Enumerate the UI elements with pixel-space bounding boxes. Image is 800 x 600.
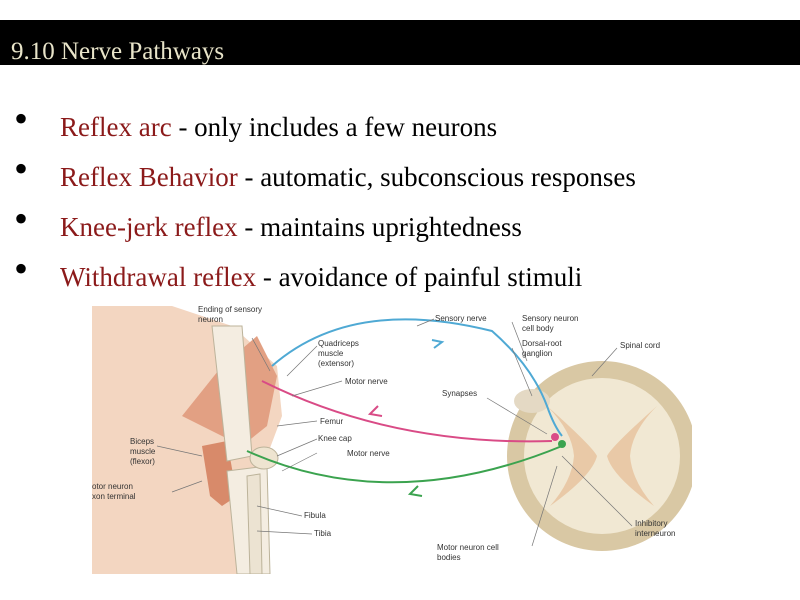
sensory-arrow <box>431 339 445 349</box>
label-tibia: Tibia <box>314 529 332 538</box>
gray-matter-left <box>547 406 597 506</box>
label-sensory-cell-body-2: cell body <box>522 324 554 333</box>
fibula-bone <box>246 473 263 574</box>
gray-matter-right <box>607 406 657 506</box>
bullet-text: - maintains uprightedness <box>237 212 522 242</box>
label-biceps-1: Biceps <box>130 437 154 446</box>
synapse-marker <box>558 440 566 448</box>
label-motor-terminal-2: xon terminal <box>92 492 136 501</box>
label-ending-sensory-2: neuron <box>198 315 223 324</box>
label-synapses: Synapses <box>442 389 477 398</box>
label-spinal-cord: Spinal cord <box>620 341 660 350</box>
sensory-nerve-path <box>271 318 563 437</box>
bullet-text: - only includes a few neurons <box>171 112 498 142</box>
label-motor-cell-bodies-2: bodies <box>437 553 461 562</box>
slide-title: 9.10 Nerve Pathways <box>11 38 225 65</box>
label-quadriceps-3: (extensor) <box>318 359 354 368</box>
label-sensory-cell-body-1: Sensory neuron <box>522 314 578 323</box>
motor-arrow <box>367 405 383 417</box>
dorsal-root-ganglion <box>514 389 550 413</box>
bullet-dot-icon: • <box>14 96 29 141</box>
label-femur: Femur <box>320 417 343 426</box>
withdrawal-nerve-path <box>246 445 563 484</box>
label-inhibitory-2: interneuron <box>635 529 675 538</box>
bullet-withdrawal: • Withdrawal reflex - avoidance of painfu… <box>14 249 636 308</box>
label-motor-nerve-2: Motor nerve <box>347 449 390 458</box>
label-leaders <box>156 318 633 547</box>
label-dorsal-root-2: ganglion <box>522 349 552 358</box>
label-fibula: Fibula <box>304 511 326 520</box>
bullet-reflex-arc: • Reflex arc - only includes a few neuron… <box>14 99 636 158</box>
bullet-text: - avoidance of painful stimuli <box>256 262 583 292</box>
bullet-knee-jerk: • Knee-jerk reflex - maintains uprightedn… <box>14 199 636 258</box>
bullet-dot-icon: • <box>14 146 29 191</box>
label-sensory-nerve: Sensory nerve <box>435 314 487 323</box>
synapse-marker <box>551 433 559 441</box>
label-knee-cap: Knee cap <box>318 434 352 443</box>
label-quadriceps-2: muscle <box>318 349 344 358</box>
bullet-term: Knee-jerk reflex <box>60 212 238 242</box>
label-biceps-3: (flexor) <box>130 457 155 466</box>
label-dorsal-root-1: Dorsal-root <box>522 339 562 348</box>
label-motor-cell-bodies-1: Motor neuron cell <box>437 543 499 552</box>
label-ending-sensory-1: Ending of sensory <box>198 306 262 314</box>
bullet-text: - automatic, subconscious responses <box>237 162 636 192</box>
label-motor-nerve-1: Motor nerve <box>345 377 388 386</box>
label-motor-terminal-1: otor neuron <box>92 482 133 491</box>
withdrawal-arrow <box>407 485 423 497</box>
bullet-term: Reflex Behavior <box>60 162 238 192</box>
motor-nerve-path <box>261 380 553 443</box>
bullet-dot-icon: • <box>14 246 29 291</box>
bullet-reflex-behavior: • Reflex Behavior - automatic, subconscio… <box>14 149 636 208</box>
bullet-dot-icon: • <box>14 196 29 241</box>
bullet-list: • Reflex arc - only includes a few neuron… <box>14 99 636 308</box>
bullet-term: Withdrawal reflex <box>60 262 257 292</box>
bullet-term: Reflex arc <box>60 112 172 142</box>
label-inhibitory-1: Inhibitory <box>635 519 667 528</box>
title-bar <box>0 20 800 65</box>
label-quadriceps-1: Quadriceps <box>318 339 359 348</box>
label-biceps-2: muscle <box>130 447 156 456</box>
reflex-arc-diagram: Ending of sensory neuron Quadriceps musc… <box>92 306 692 574</box>
